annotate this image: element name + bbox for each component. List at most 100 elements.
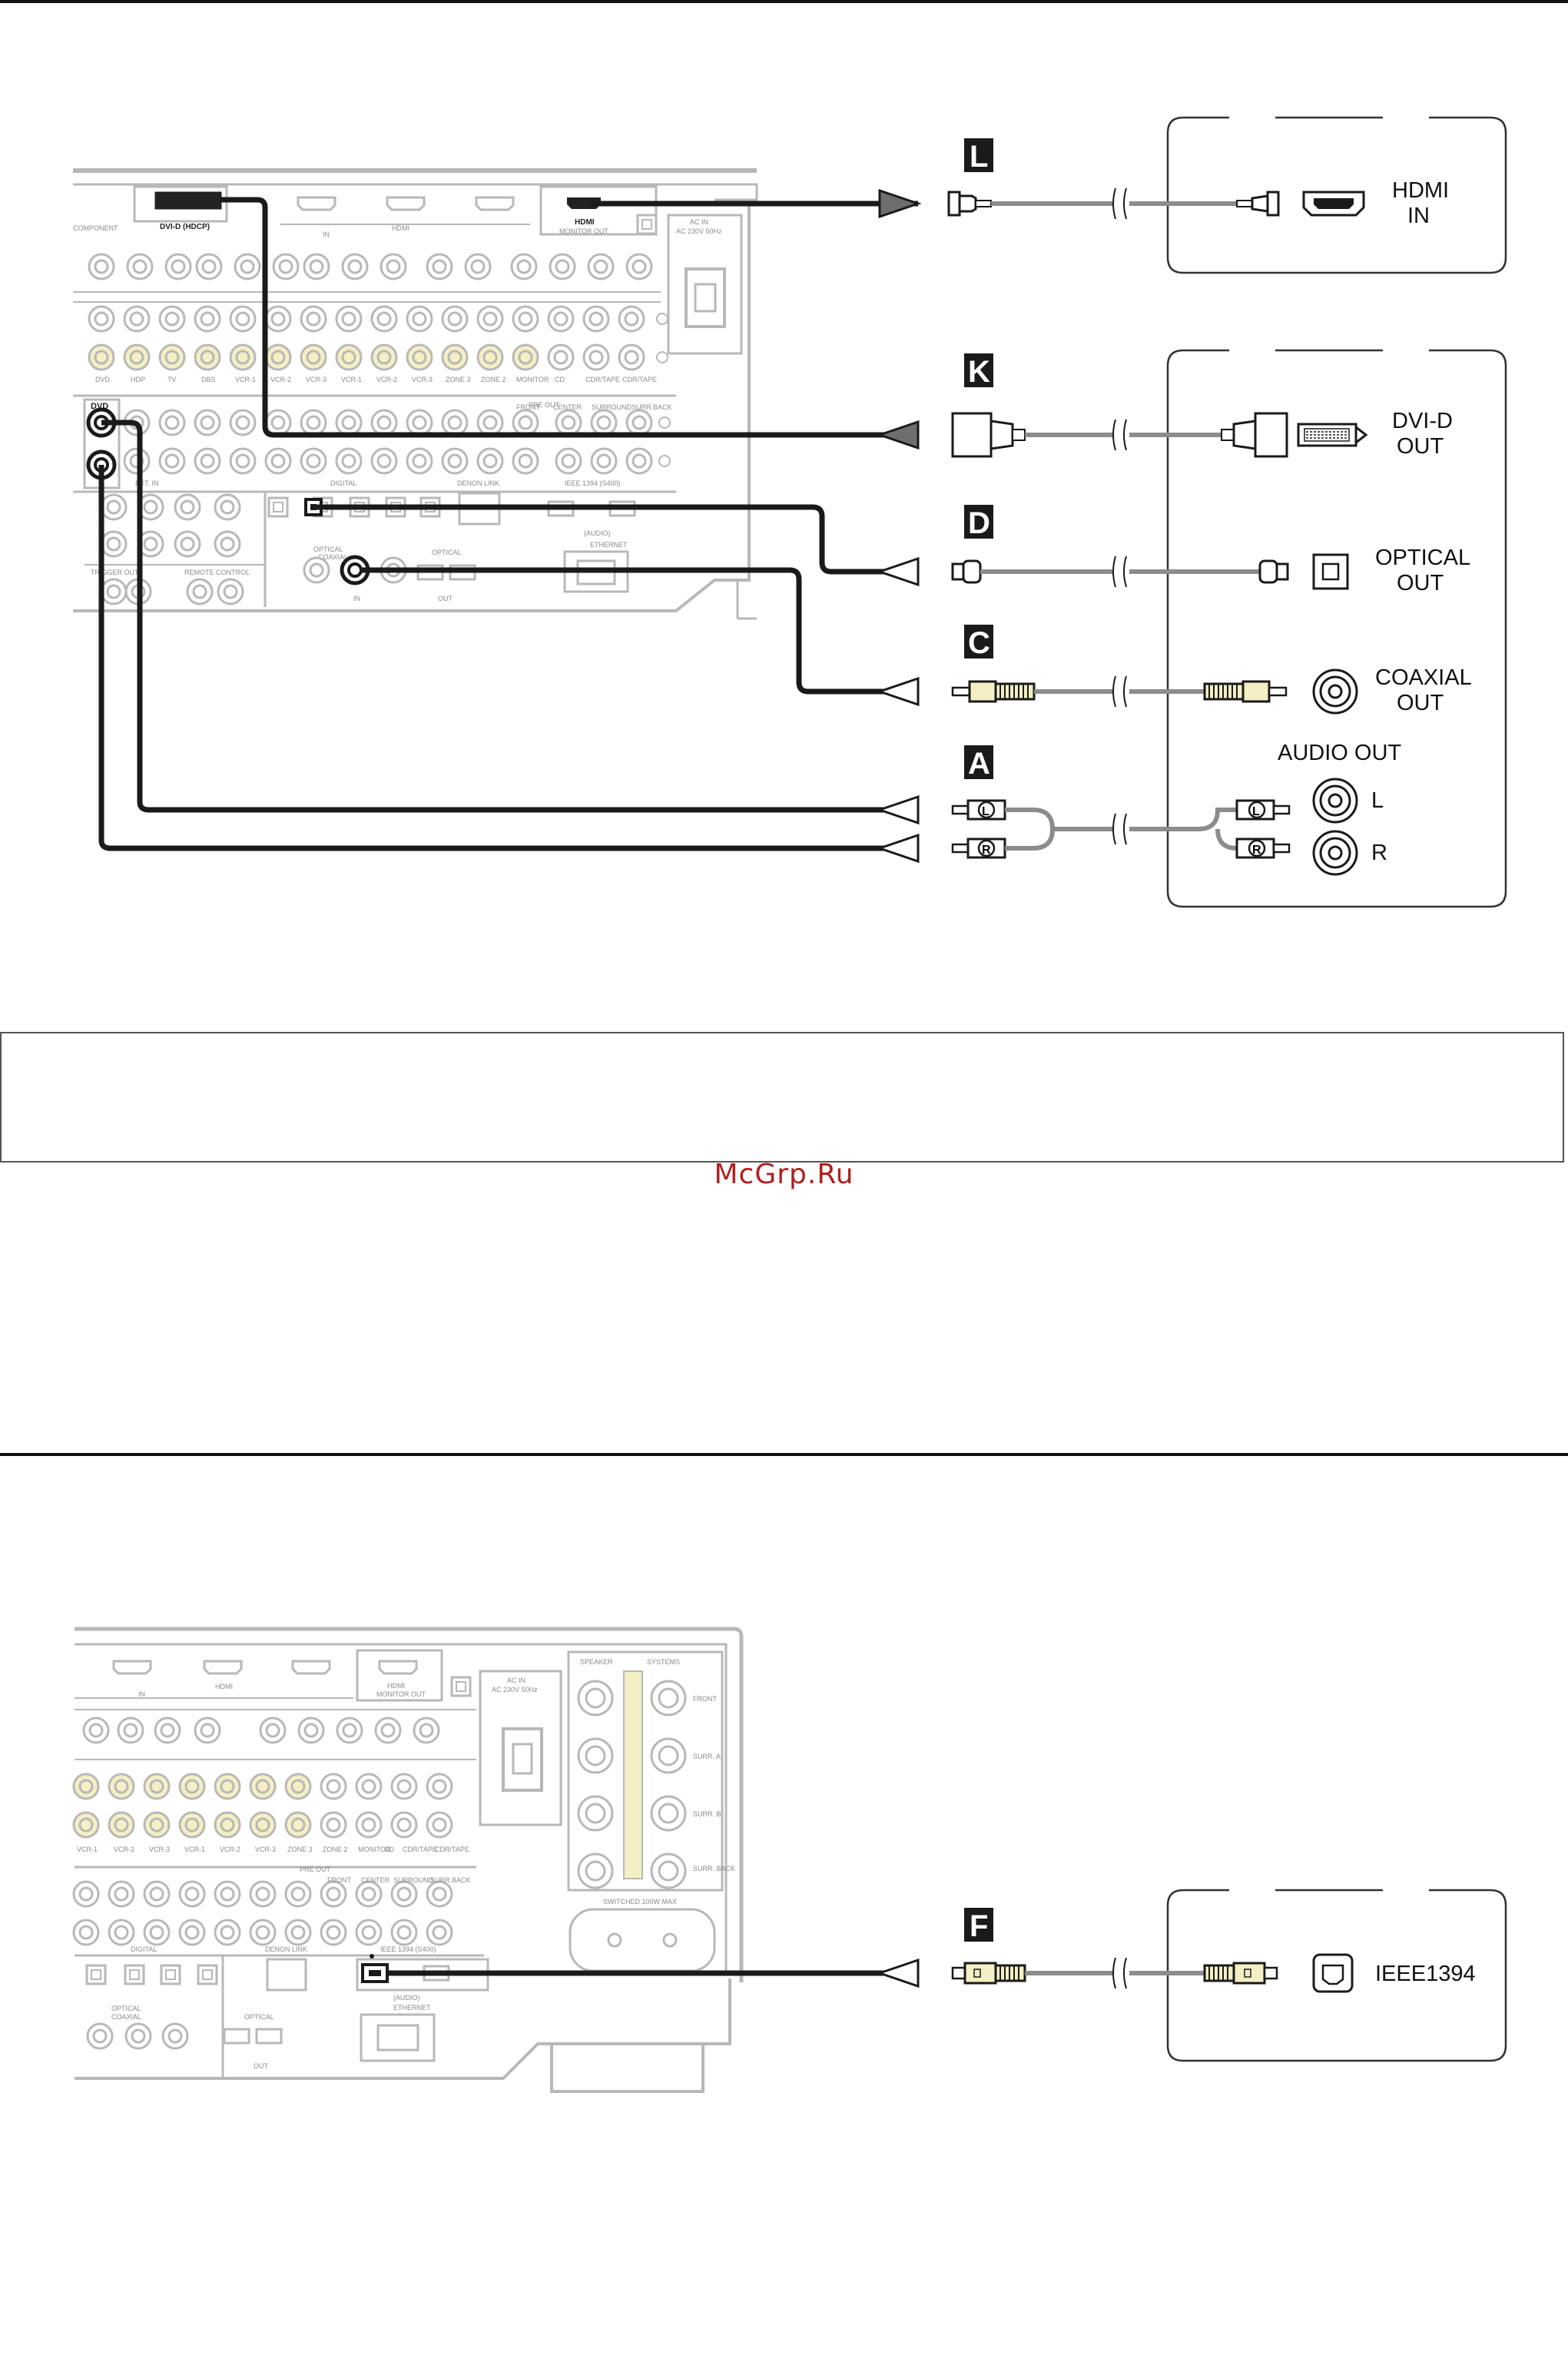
denon-link-label: DENON LINK <box>457 479 499 487</box>
zone-b-3: VCR-3 <box>149 1846 170 1853</box>
zone-b-5: VCR-2 <box>220 1846 240 1853</box>
ethernet-label: ETHERNET <box>590 541 628 549</box>
systems-label: SYSTEMS <box>647 1658 680 1666</box>
dvi-jack-label: DVI-D (HDCP) <box>160 223 210 231</box>
badge-l: L <box>964 138 993 174</box>
in-label: IN <box>353 595 360 602</box>
coaxial-label-b: COAXIAL <box>111 2013 141 2021</box>
ac-rating-label-b: AC 230V 50Hz <box>492 1686 538 1693</box>
optical-label-b: OPTICAL <box>432 549 462 556</box>
break-mark-c <box>1112 675 1129 708</box>
ieee1394-port-device <box>1312 1953 1354 1993</box>
hdmi-monitor-out-label: MONITOR OUT <box>559 227 608 235</box>
ieee-label-b: IEEE 1394 (S400) <box>380 1945 436 1953</box>
audio-label-b: (AUDIO) <box>393 1994 420 2002</box>
speaker-label: SPEAKER <box>580 1658 613 1666</box>
ac-in-label-b: AC IN <box>507 1677 525 1684</box>
zone-b-4: VCR-1 <box>184 1846 205 1853</box>
audio-label: (AUDIO) <box>584 529 611 537</box>
zone-label-9: VCR-2 <box>376 376 397 383</box>
badge-f-text: F <box>970 1909 988 1943</box>
zone-b-1: VCR-1 <box>77 1846 98 1853</box>
dvi-out-text-2: OUT <box>1397 434 1444 459</box>
coaxial-out-text-2: OUT <box>1397 691 1444 715</box>
cable-c-coaxial <box>361 567 918 695</box>
badge-k-text: K <box>968 355 990 389</box>
badge-f: F <box>964 1908 993 1943</box>
badge-c: C <box>964 625 993 660</box>
ieee1394-jack-receiver <box>361 1954 389 1983</box>
break-mark-a <box>1112 813 1129 845</box>
coaxial-port-player <box>1312 668 1358 715</box>
break-mark-d <box>1112 556 1129 588</box>
device-box-ieee <box>1166 1889 1507 2062</box>
hdmi-monitor-out-label-b: MONITOR OUT <box>376 1690 426 1698</box>
zone-b-9: MONITOR <box>358 1846 391 1853</box>
badge-a-text: A <box>968 747 990 781</box>
cable-a-right <box>98 465 918 851</box>
pre-out-label-b: PRE OUT <box>300 1866 331 1873</box>
watermark: McGrp.Ru <box>714 1159 854 1190</box>
dvi-out-text-1: DVI-D <box>1392 409 1453 433</box>
plug-l-right-text: L <box>1252 805 1260 818</box>
cd-label: CD <box>555 376 565 383</box>
audio-jack-r-player <box>1312 830 1358 876</box>
device-box-player <box>1166 349 1507 908</box>
cable-a-left <box>101 420 918 813</box>
preout-center: CENTER <box>553 403 582 411</box>
arrow-l <box>878 188 922 219</box>
ieee-label: IEEE 1394 (S400) <box>565 479 621 487</box>
optical-label-b2: OPTICAL <box>111 2005 141 2012</box>
surr-a-label: SURR. A <box>693 1753 721 1760</box>
surr-back-label: SURR. BACK <box>693 1865 735 1872</box>
audio-jack-l-player <box>1312 778 1358 824</box>
zone-label-12: ZONE 2 <box>481 376 506 383</box>
ac-in-label: AC IN <box>690 218 708 226</box>
cable-k-dvi <box>220 197 918 438</box>
trigger-out-label: TRIGGER OUT <box>91 569 139 576</box>
zone-b-7: ZONE 3 <box>287 1846 313 1853</box>
receiver-rear-panel-bottom: HDMI IN HDMI MONITOR OUT AC IN AC 230V 5… <box>72 1627 744 2093</box>
preout-surround: SURROUND <box>592 403 632 411</box>
dvi-cable-k <box>951 412 1288 458</box>
section-rule <box>0 1453 1568 1456</box>
analog-cable-a: L R L R <box>951 799 1291 859</box>
zone-label-5: VCR-1 <box>235 376 256 383</box>
arrow-a-left <box>876 794 920 825</box>
arrow-d <box>876 556 920 587</box>
zone-b-2: VCR-2 <box>114 1846 134 1853</box>
dvi-port-player <box>1297 423 1368 447</box>
cdr-label-2: CDR/TAPE <box>622 376 657 383</box>
badge-d: D <box>964 505 993 540</box>
receiver-rear-panel-top: DVI-D (HDCP) HDMI IN HDMI MONITOR OUT AC… <box>73 168 758 620</box>
pre-out-label: PRE OUT <box>529 401 560 409</box>
cd-b-1: CD <box>384 1846 394 1853</box>
badge-k: K <box>964 353 993 389</box>
out-label: OUT <box>438 595 453 602</box>
optical-out-text-1: OPTICAL <box>1375 546 1470 570</box>
zone-b-8: ZONE 2 <box>323 1846 348 1853</box>
plug-r-right-text: R <box>1252 844 1261 857</box>
digital-label-b: DIGITAL <box>131 1945 157 1953</box>
hdmi-in-sublabel: IN <box>323 231 330 238</box>
coaxial-label: COAXIAL <box>318 553 348 561</box>
cd-b-3: CDR/TAPE <box>435 1846 469 1853</box>
break-mark-k <box>1112 419 1129 451</box>
zone-label-11: ZONE 3 <box>446 376 471 383</box>
break-mark-f <box>1112 1957 1129 1989</box>
component-label: COMPONENT <box>73 224 118 232</box>
hdmi-in-label-b: IN <box>138 1690 145 1698</box>
audio-r-text: R <box>1371 841 1387 865</box>
hdmi-port-display <box>1302 191 1365 217</box>
zone-label-3: TV <box>167 376 177 383</box>
hdmi-monitor-label-b: HDMI <box>387 1682 405 1690</box>
arrow-a-right <box>876 833 920 864</box>
cable-d-optical <box>313 504 918 575</box>
plug-l-left-text: L <box>982 805 990 818</box>
badge-a: A <box>964 745 993 781</box>
hdmi-in-text-1: HDMI <box>1392 178 1449 203</box>
optical-out-text-2: OUT <box>1397 571 1444 595</box>
preout-b-surround: SURROUND <box>393 1876 434 1884</box>
preout-b-center: CENTER <box>361 1876 390 1884</box>
